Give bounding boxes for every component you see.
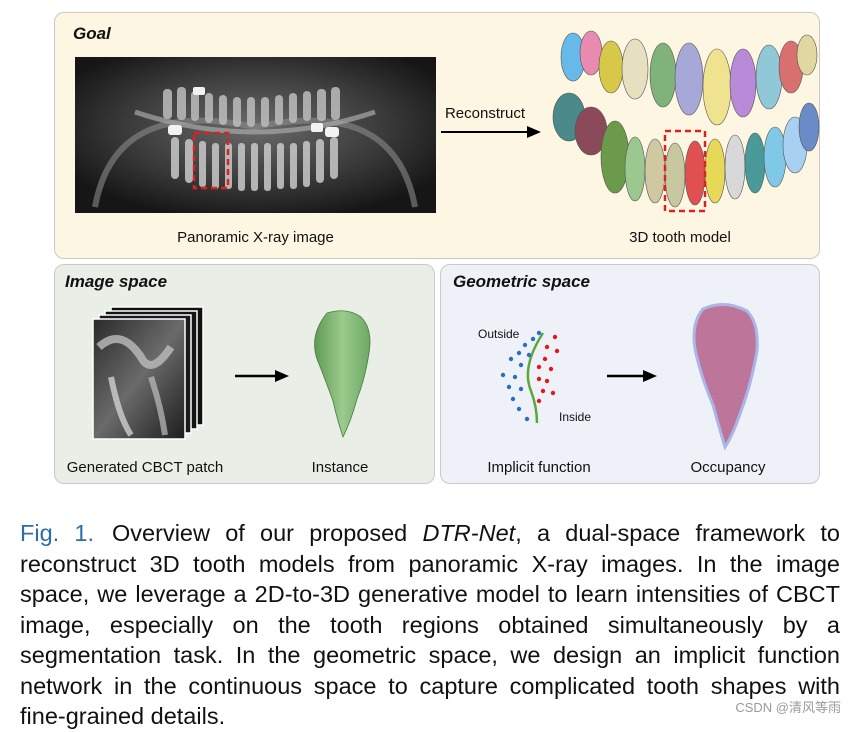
geometric-space-title: Geometric space [453,272,591,291]
3d-tooth-model [552,30,820,213]
caption-text-before: Overview of our proposed [112,520,423,546]
tooth-model-label: 3D tooth model [629,229,731,246]
instance-arrow [235,370,289,382]
method-name: DTR-Net [422,520,516,546]
instance-label: Instance [311,459,369,476]
occupancy-arrow [607,370,657,382]
caption-text-after: , a dual-space framework to reconstruct … [20,520,840,729]
xray-label: Panoramic X-ray image [177,229,334,246]
panoramic-xray-image [75,57,436,213]
instance-tooth [314,310,371,439]
inside-label: Inside [559,410,592,424]
caption-label: Fig. 1. [20,520,95,546]
outside-label: Outside [478,327,520,341]
cbct-patch-stack [92,306,204,440]
figure-caption: Fig. 1. Overview of our proposed DTR-Net,… [20,518,840,732]
goal-panel: Goal [54,12,820,259]
watermark: CSDN @清风等雨 [735,700,841,715]
cbct-patch-label: Generated CBCT patch [66,459,224,476]
occupancy-cloud [692,303,759,451]
image-space-title: Image space [65,272,168,291]
reconstruct-arrow [441,126,541,138]
implicit-function-label: Implicit function [487,459,591,476]
image-space-panel: Image space Generated CBCT patch [54,264,435,484]
implicit-function-diagram [500,330,560,424]
reconstruct-label: Reconstruct [444,105,526,122]
geometric-space-panel: Geometric space Outside Inside Implicit … [440,264,820,484]
occupancy-label: Occupancy [690,459,766,476]
goal-title: Goal [73,24,111,43]
